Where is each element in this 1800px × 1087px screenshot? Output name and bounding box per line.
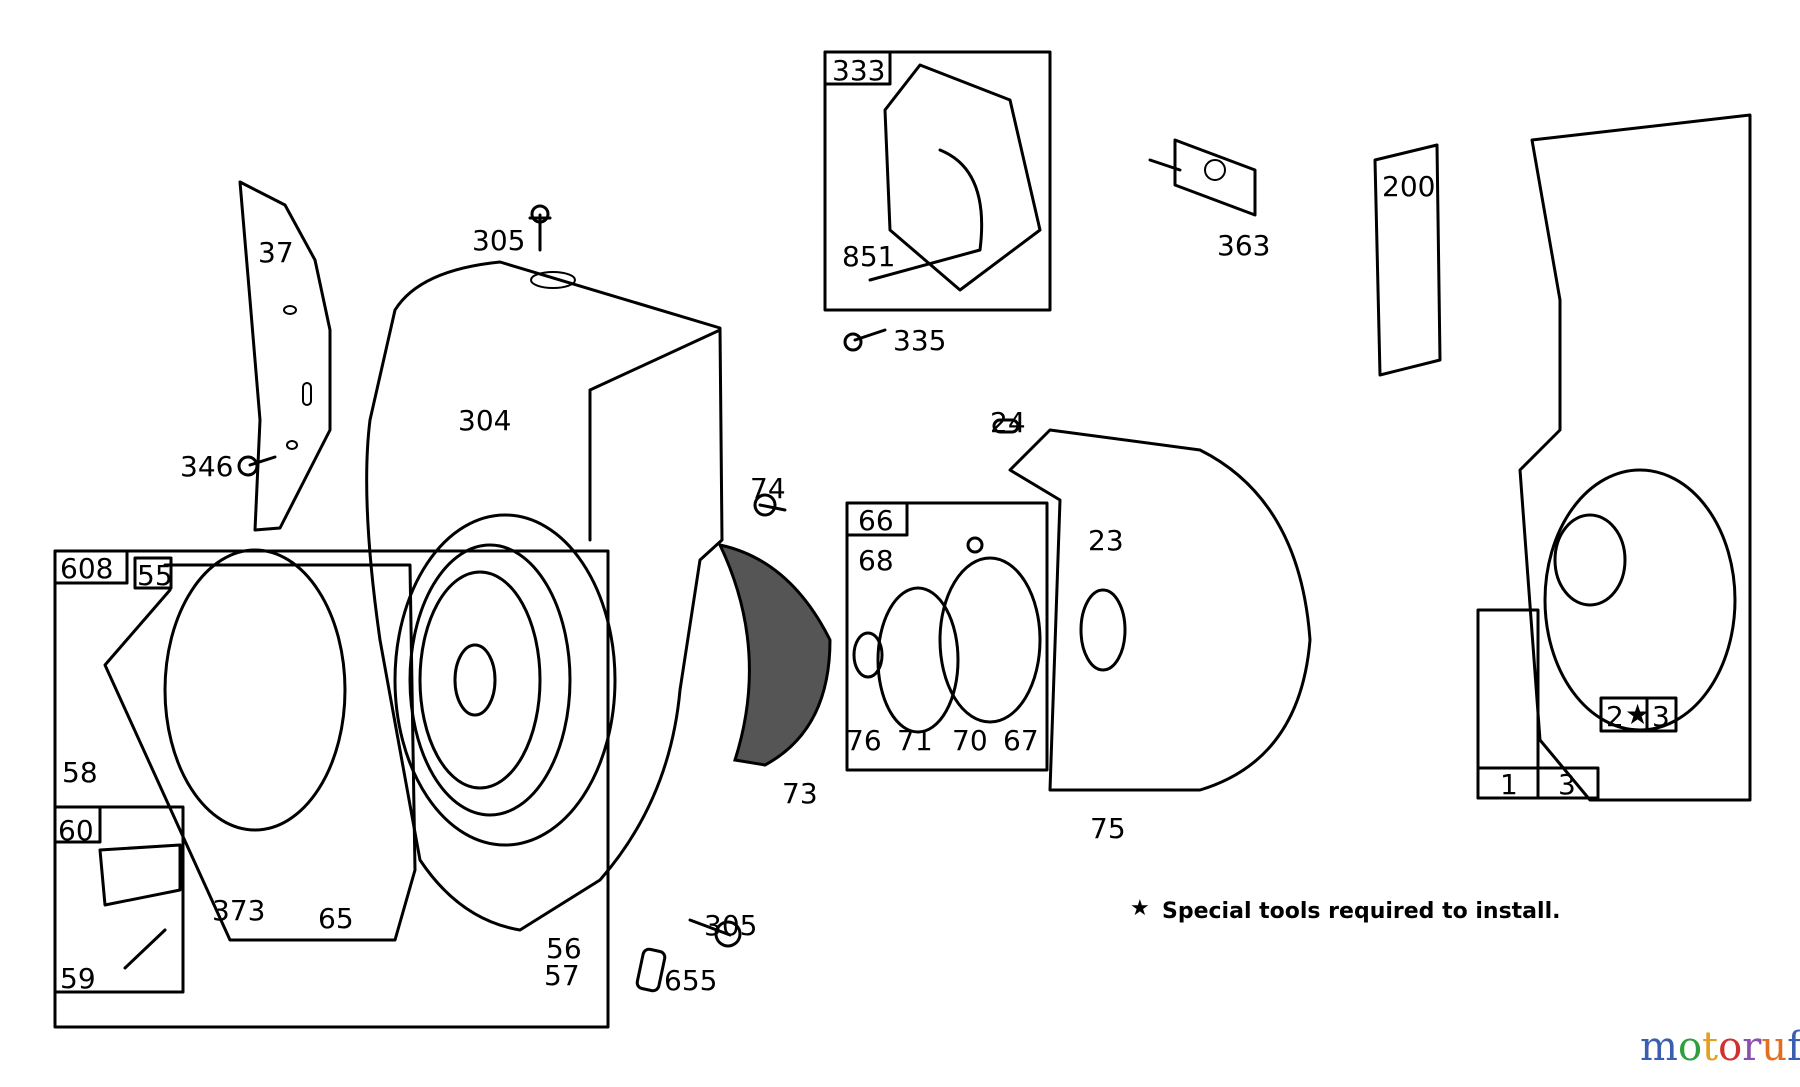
label-55: 55 xyxy=(137,559,173,592)
part-37-plate xyxy=(238,180,332,532)
label-305-bottom: 305 xyxy=(704,909,757,942)
label-23: 23 xyxy=(1088,524,1124,557)
label-60: 60 xyxy=(58,814,94,847)
label-3: 3 xyxy=(1652,700,1670,733)
callout-box-60 xyxy=(53,805,185,994)
callout-box-66 xyxy=(845,501,1049,772)
label-58: 58 xyxy=(62,756,98,789)
label-71: 71 xyxy=(897,724,933,757)
label-346: 346 xyxy=(180,450,233,483)
label-57: 57 xyxy=(544,959,580,992)
label-73: 73 xyxy=(782,777,818,810)
label-56: 56 xyxy=(546,932,582,965)
label-851: 851 xyxy=(842,240,895,273)
star-icon: ★ xyxy=(1625,698,1650,731)
part-304-blower-housing xyxy=(365,260,724,932)
star-icon: ★ xyxy=(1130,896,1150,921)
special-tools-note: Special tools required to install. xyxy=(1162,899,1560,924)
part-labels: 333 305 37 304 346 851 335 363 200 24 74… xyxy=(58,54,1670,997)
label-76: 76 xyxy=(846,724,882,757)
label-70: 70 xyxy=(952,724,988,757)
part-starter-flange xyxy=(393,513,617,847)
label-305: 305 xyxy=(472,224,525,257)
label-373: 373 xyxy=(212,894,265,927)
label-363: 363 xyxy=(1217,229,1270,262)
label-655: 655 xyxy=(664,964,717,997)
part-23-flywheel xyxy=(1008,428,1312,792)
callout-box-333 xyxy=(823,50,1052,312)
label-1: 1 xyxy=(1500,768,1518,801)
label-59: 59 xyxy=(60,962,96,995)
part-73-screen xyxy=(717,542,832,767)
part-55-starter-cup xyxy=(163,548,347,832)
label-66: 66 xyxy=(858,504,894,537)
part-200-plate xyxy=(1373,143,1442,377)
motoruf-logo: motoruf.de xyxy=(1640,1024,1800,1070)
label-75: 75 xyxy=(1090,812,1126,845)
callout-box-608 xyxy=(53,549,610,1029)
label-608: 608 xyxy=(60,552,113,585)
part-engine-block xyxy=(1518,113,1752,802)
label-335: 335 xyxy=(893,324,946,357)
label-68: 68 xyxy=(858,544,894,577)
label-65: 65 xyxy=(318,902,354,935)
label-333: 333 xyxy=(832,54,885,87)
label-304: 304 xyxy=(458,404,511,437)
label-3-lower: 3 xyxy=(1558,768,1576,801)
label-200: 200 xyxy=(1382,170,1435,203)
label-2: 2 xyxy=(1606,700,1624,733)
label-67: 67 xyxy=(1003,724,1039,757)
label-74: 74 xyxy=(750,472,786,505)
label-24: 24 xyxy=(990,406,1026,439)
svg-text:motoruf.de: motoruf.de xyxy=(1640,1024,1800,1070)
label-37: 37 xyxy=(258,236,294,269)
